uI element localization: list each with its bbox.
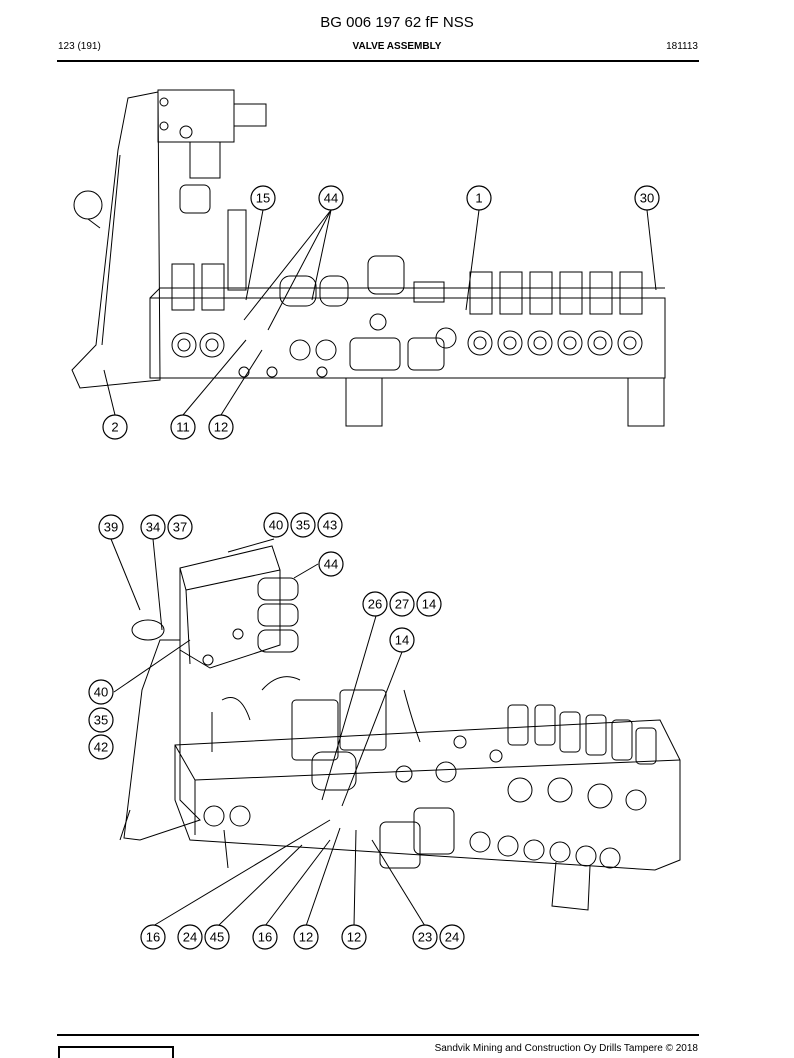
isometric-view-illustration	[119, 545, 681, 911]
callouts-top: 15 44 1 30 2 11 12	[102, 185, 660, 440]
header-rule	[57, 60, 699, 62]
callout-14: 14	[389, 627, 415, 653]
callout-label: 16	[146, 930, 160, 945]
top-view-illustration	[71, 89, 666, 427]
revision-date: 181113	[666, 41, 698, 52]
page-title: VALVE ASSEMBLY	[352, 41, 442, 52]
callout-35: 35	[290, 512, 316, 538]
callout-label: 39	[104, 520, 118, 535]
callout-34: 34	[140, 514, 166, 540]
callout-label: 12	[214, 420, 228, 435]
callout-label: 24	[445, 930, 459, 945]
callout-label: 35	[94, 713, 108, 728]
callout-12: 12	[293, 924, 319, 950]
document-id: BG 006 197 62 fF NSS	[320, 14, 474, 31]
callout-label: 45	[210, 930, 224, 945]
callout-23: 23	[412, 924, 438, 950]
callout-label: 43	[323, 518, 337, 533]
callout-label: 15	[256, 191, 270, 206]
callout-label: 26	[368, 597, 382, 612]
page-number: 123 (191)	[58, 41, 101, 52]
callout-label: 30	[640, 191, 654, 206]
callout-39: 39	[98, 514, 124, 540]
callout-44: 44	[318, 185, 344, 211]
callout-43: 43	[317, 512, 343, 538]
callout-label: 35	[296, 518, 310, 533]
callouts-bottom: 39 34 37 40 35 43 44 26 27 14 14 40 35 4…	[88, 512, 465, 950]
callout-label: 23	[418, 930, 432, 945]
callout-45: 45	[204, 924, 230, 950]
callout-26: 26	[362, 591, 388, 617]
footer-copyright: Sandvik Mining and Construction Oy Drill…	[434, 1043, 698, 1054]
callout-label: 44	[324, 557, 338, 572]
callout-label: 27	[395, 597, 409, 612]
callout-label: 12	[299, 930, 313, 945]
callout-12: 12	[208, 414, 234, 440]
callout-35: 35	[88, 707, 114, 733]
callout-label: 24	[183, 930, 197, 945]
callout-27: 27	[389, 591, 415, 617]
callout-label: 42	[94, 740, 108, 755]
callout-42: 42	[88, 734, 114, 760]
callout-12: 12	[341, 924, 367, 950]
callout-1: 1	[466, 185, 492, 211]
callout-37: 37	[167, 514, 193, 540]
callout-40: 40	[88, 679, 114, 705]
callout-16: 16	[252, 924, 278, 950]
callout-30: 30	[634, 185, 660, 211]
footer-rule	[57, 1034, 699, 1036]
callout-40: 40	[263, 512, 289, 538]
callout-24: 24	[177, 924, 203, 950]
callout-label: 12	[347, 930, 361, 945]
callout-15: 15	[250, 185, 276, 211]
callout-label: 14	[422, 597, 436, 612]
callout-label: 34	[146, 520, 160, 535]
callout-label: 16	[258, 930, 272, 945]
callout-label: 2	[111, 420, 118, 435]
leader-lines	[103, 209, 657, 927]
callout-2: 2	[102, 414, 128, 440]
callout-44: 44	[318, 551, 344, 577]
callout-16: 16	[140, 924, 166, 950]
callout-label: 40	[94, 685, 108, 700]
sandvik-logo	[58, 1046, 174, 1058]
callout-label: 11	[176, 420, 190, 435]
callout-label: 1	[475, 191, 482, 206]
callout-label: 40	[269, 518, 283, 533]
callout-label: 44	[324, 191, 338, 206]
callout-14: 14	[416, 591, 442, 617]
callout-11: 11	[170, 414, 196, 440]
callout-label: 14	[395, 633, 409, 648]
callout-24: 24	[439, 924, 465, 950]
callout-label: 37	[173, 520, 187, 535]
